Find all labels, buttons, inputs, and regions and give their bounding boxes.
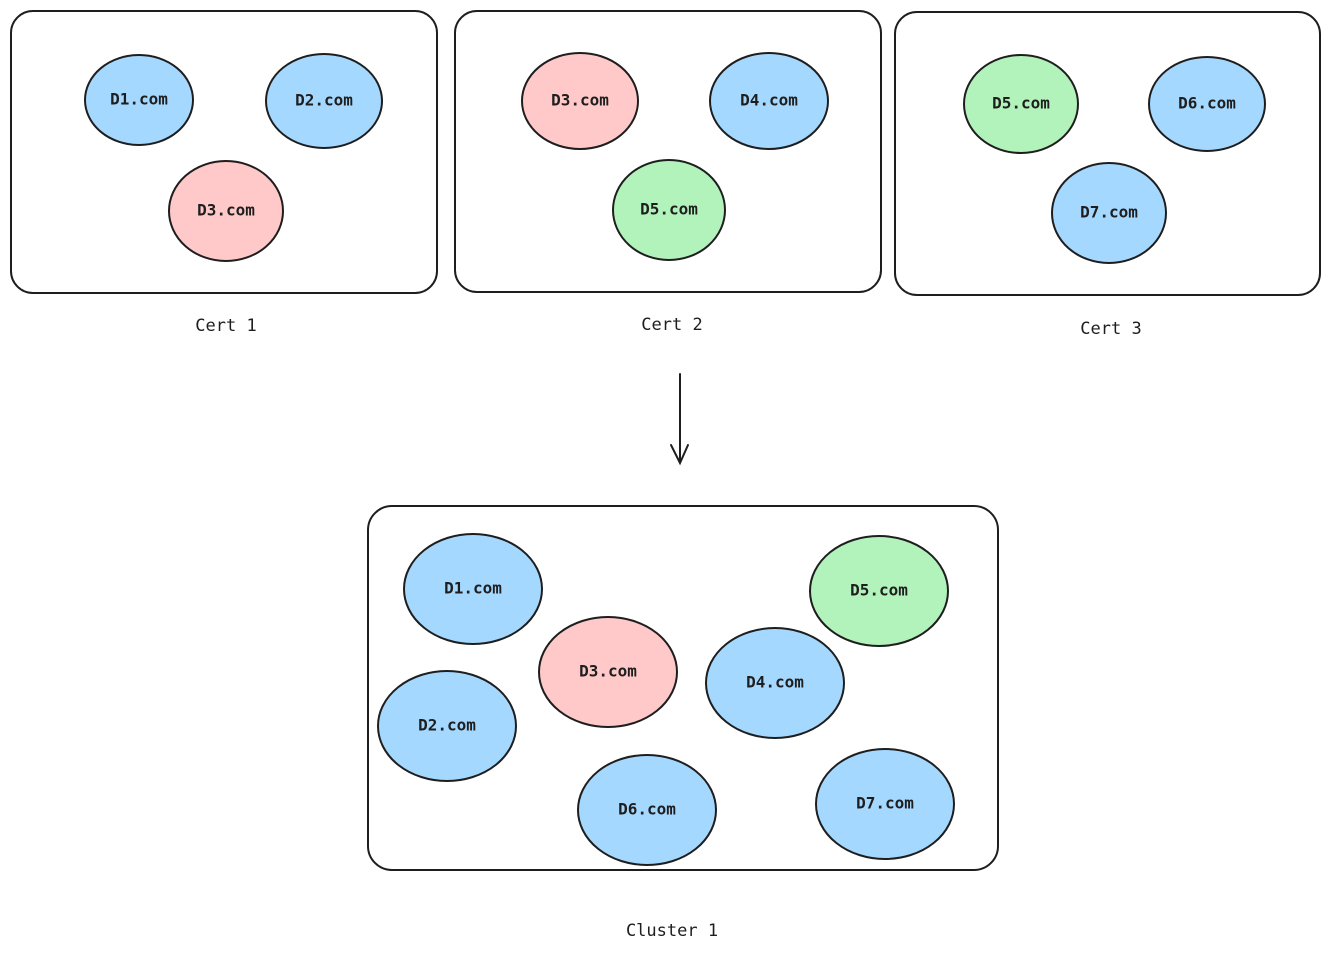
domain-circle <box>1051 162 1167 264</box>
domain-label: D4.com <box>746 673 804 692</box>
cluster-1-caption: Cluster 1 <box>626 921 718 941</box>
domain-circle <box>168 160 284 262</box>
domain-label: D7.com <box>856 794 914 813</box>
domain-circle <box>377 670 517 782</box>
domain-label: D4.com <box>740 91 798 110</box>
cluster-node-d6: D6.com <box>577 754 717 866</box>
cluster-node-d1: D1.com <box>403 533 543 645</box>
cert-3-caption: Cert 3 <box>1080 319 1141 339</box>
domain-label: D5.com <box>640 200 698 219</box>
cert-2-node-d3: D3.com <box>521 52 639 150</box>
arrow-head <box>670 444 689 466</box>
domain-circle <box>705 627 845 739</box>
domain-circle <box>538 616 678 728</box>
cluster-1-group: D1.com D5.com D3.com D4.com D2.com D6.co… <box>367 505 999 941</box>
domain-label: D2.com <box>418 716 476 735</box>
domain-circle <box>265 53 383 149</box>
cert-3-node-d6: D6.com <box>1148 56 1266 152</box>
domain-circle <box>612 159 726 261</box>
cluster-node-d5: D5.com <box>809 535 949 647</box>
cert-3-node-d5: D5.com <box>963 54 1079 154</box>
domain-label: D2.com <box>295 91 353 110</box>
domain-label: D1.com <box>444 579 502 598</box>
cert-2-node-d5: D5.com <box>612 159 726 261</box>
domain-label: D7.com <box>1080 203 1138 222</box>
domain-label: D3.com <box>579 662 637 681</box>
domain-label: D5.com <box>850 581 908 600</box>
cluster-node-d4: D4.com <box>705 627 845 739</box>
cert-3-node-d7: D7.com <box>1051 162 1167 264</box>
domain-circle <box>809 535 949 647</box>
cert-1-group: D1.com D2.com D3.com Cert 1 <box>10 10 438 336</box>
domain-label: D1.com <box>110 90 168 109</box>
cert-1-node-d3: D3.com <box>168 160 284 262</box>
domain-circle <box>815 748 955 860</box>
cluster-node-d2: D2.com <box>377 670 517 782</box>
domain-label: D5.com <box>992 94 1050 113</box>
domain-circle <box>577 754 717 866</box>
cert-3-group: D5.com D6.com D7.com Cert 3 <box>894 11 1321 339</box>
cert-1-caption: Cert 1 <box>195 316 256 336</box>
domain-label: D3.com <box>551 91 609 110</box>
cluster-node-d3: D3.com <box>538 616 678 728</box>
cert-2-caption: Cert 2 <box>641 315 702 335</box>
domain-circle <box>1148 56 1266 152</box>
cluster-node-d7: D7.com <box>815 748 955 860</box>
domain-circle <box>84 54 194 146</box>
cert-1-node-d1: D1.com <box>84 54 194 146</box>
domain-label: D6.com <box>1178 94 1236 113</box>
domain-circle <box>963 54 1079 154</box>
cert-2-group: D3.com D4.com D5.com Cert 2 <box>454 10 882 335</box>
domain-circle <box>521 52 639 150</box>
cert-1-node-d2: D2.com <box>265 53 383 149</box>
domain-label: D6.com <box>618 800 676 819</box>
down-arrow <box>670 373 689 466</box>
domain-circle <box>709 52 829 150</box>
cert-2-node-d4: D4.com <box>709 52 829 150</box>
domain-circle <box>403 533 543 645</box>
domain-label: D3.com <box>197 201 255 220</box>
